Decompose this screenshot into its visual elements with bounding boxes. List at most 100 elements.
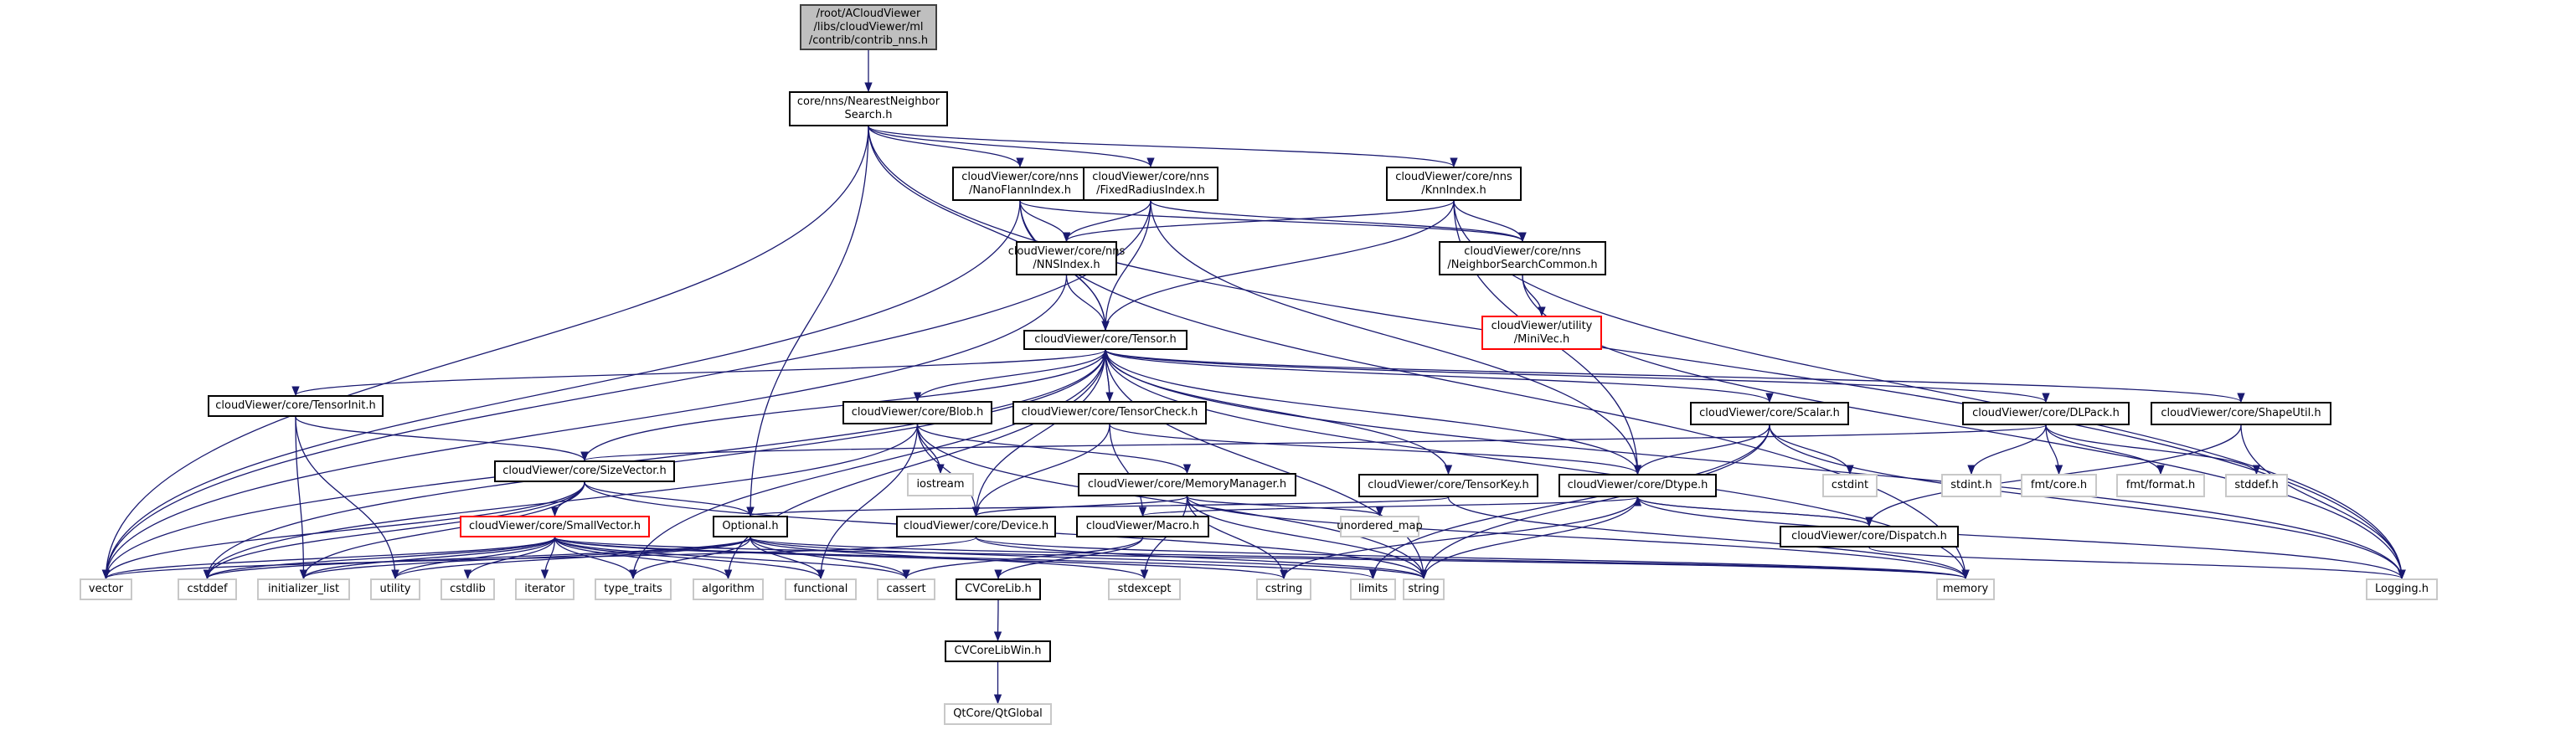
edge-optional-to-memory	[750, 537, 1970, 580]
node-algorithm: algorithm	[693, 578, 764, 600]
edge-blob-to-functional	[817, 424, 919, 580]
node-shape[interactable]: cloudViewer/core/ShapeUtil.h	[2151, 402, 2331, 425]
edge-smallvec-to-memory	[554, 537, 1969, 580]
edge-smallvec-to-cassert	[554, 537, 910, 580]
edge-nns-to-optional	[746, 126, 869, 517]
node-stddefh: stddef.h	[2225, 474, 2288, 497]
node-stdinth: stdint.h	[1941, 474, 2002, 497]
node-functional: functional	[785, 578, 857, 600]
node-optional[interactable]: Optional.h	[713, 516, 788, 537]
node-fixed[interactable]: cloudViewer/core/nns /FixedRadiusIndex.h	[1083, 167, 1218, 201]
edge-memmgr-to-umap	[1186, 496, 1383, 517]
edge-tinit-to-utility	[295, 416, 399, 580]
edge-sizevec-to-smallvec	[550, 481, 585, 517]
edge-tcheck-to-dtype	[1109, 424, 1641, 476]
node-cstdlib: cstdlib	[440, 578, 495, 600]
edge-tensor-to-blob	[913, 349, 1106, 403]
node-fmtformat: fmt/format.h	[2116, 474, 2205, 497]
node-utility: utility	[370, 578, 420, 600]
edge-blob-to-cstddef	[203, 424, 919, 580]
edge-smallvec-to-initlist	[299, 537, 556, 580]
edge-dtype-to-cstring	[1280, 496, 1639, 580]
node-cvcorelib[interactable]: CVCoreLib.h	[956, 578, 1041, 600]
edge-dispatch-to-logging	[1868, 547, 2406, 580]
node-initlist: initializer_list	[257, 578, 350, 600]
node-dispatch[interactable]: cloudViewer/core/Dispatch.h	[1780, 526, 1959, 548]
edge-optional-to-utility	[391, 537, 751, 580]
edge-scalar-to-logging	[1769, 424, 2406, 580]
edge-blob-to-device	[916, 424, 981, 517]
node-nsc[interactable]: cloudViewer/core/nns /NeighborSearchComm…	[1439, 241, 1606, 275]
node-nns[interactable]: core/nns/NearestNeighbor Search.h	[789, 91, 948, 126]
edge-device-to-string	[975, 537, 1428, 580]
edge-tensor-to-tinit	[291, 349, 1106, 397]
node-cstring: cstring	[1256, 578, 1311, 600]
node-device[interactable]: cloudViewer/core/Device.h	[896, 516, 1056, 537]
edge-nns-to-nano	[868, 126, 1024, 168]
edge-tensor-to-scalar	[1105, 349, 1774, 404]
edge-nsc-to-logging	[1522, 275, 2406, 580]
edge-knn-to-nnsidx	[1063, 200, 1455, 243]
node-smallvec[interactable]: cloudViewer/core/SmallVector.h	[460, 516, 650, 537]
edge-optional-to-stdexcept	[750, 537, 1148, 580]
edge-dtype-to-logging	[1636, 496, 2406, 580]
edge-tinit-to-sizevec	[295, 416, 589, 462]
edge-dlpack-to-stddefh	[2045, 424, 2261, 476]
node-dtype[interactable]: cloudViewer/core/Dtype.h	[1558, 474, 1717, 497]
edge-sizevec-to-vector	[101, 481, 585, 580]
edge-layer	[101, 49, 2406, 705]
node-memmgr[interactable]: cloudViewer/core/MemoryManager.h	[1078, 473, 1296, 496]
edge-tensor-to-logging	[1105, 349, 2406, 580]
edge-scalar-to-dtype	[1633, 424, 1770, 476]
edge-dtype-to-macro	[1139, 496, 1639, 517]
edge-shape-to-logging	[2240, 424, 2406, 580]
node-macro[interactable]: cloudViewer/Macro.h	[1076, 516, 1209, 537]
edge-macro-to-cvcorelib	[994, 537, 1144, 580]
edge-smallvec-to-limits	[554, 537, 1377, 580]
node-blob[interactable]: cloudViewer/core/Blob.h	[842, 401, 992, 424]
node-tcheck[interactable]: cloudViewer/core/TensorCheck.h	[1012, 401, 1207, 424]
edge-tensor-to-algorithm	[724, 349, 1106, 580]
edge-optional-to-cstddef	[204, 537, 751, 580]
edge-nano-to-nsc	[1019, 200, 1527, 243]
edge-fixed-to-dtype	[1150, 200, 1642, 476]
node-knn[interactable]: cloudViewer/core/nns /KnnIndex.h	[1386, 167, 1522, 201]
edge-knn-to-tensor	[1101, 200, 1455, 332]
node-umap: unordered_map	[1337, 516, 1423, 537]
node-dlpack[interactable]: cloudViewer/core/DLPack.h	[1962, 402, 2130, 425]
node-scalar[interactable]: cloudViewer/core/Scalar.h	[1690, 402, 1849, 425]
edge-macro-to-cassert	[902, 537, 1144, 580]
node-memory: memory	[1936, 578, 1995, 600]
edge-device-to-vector	[102, 537, 977, 580]
edge-smallvec-to-cstring	[554, 537, 1288, 580]
node-logging: Logging.h	[2366, 578, 2438, 600]
node-minivec[interactable]: cloudViewer/utility /MiniVec.h	[1481, 316, 1602, 350]
edge-tinit-to-initlist	[295, 416, 308, 580]
edge-tkey-to-memory	[1447, 496, 1970, 580]
node-tinit[interactable]: cloudViewer/core/TensorInit.h	[208, 395, 384, 417]
edge-sizevec-to-cstddef	[203, 481, 585, 580]
edge-nano-to-nnsidx	[1019, 200, 1071, 243]
node-nnsidx[interactable]: cloudViewer/core/nns /NNSIndex.h	[1008, 241, 1125, 275]
node-sizevec[interactable]: cloudViewer/core/SizeVector.h	[494, 460, 675, 482]
edge-memmgr-to-cstring	[1186, 496, 1288, 580]
node-cvcorelibwin[interactable]: CVCoreLibWin.h	[945, 640, 1051, 662]
node-tensor[interactable]: cloudViewer/core/Tensor.h	[1023, 330, 1188, 350]
node-cstddef: cstddef	[178, 578, 237, 600]
edge-fixed-to-tensor	[1101, 200, 1151, 332]
edge-dlpack-to-stdinth	[1967, 424, 2047, 476]
node-string: string	[1403, 578, 1445, 600]
edge-dlpack-to-fmtcore	[2045, 424, 2063, 476]
node-cstdint: cstdint	[1822, 474, 1878, 497]
edge-tcheck-to-tensor	[1101, 348, 1110, 402]
edge-dispatch-to-dtype	[1633, 496, 1870, 527]
edge-smallvec-to-vector	[102, 537, 556, 580]
edge-tcheck-to-device	[971, 424, 1110, 517]
edge-optional-to-functional	[750, 537, 825, 580]
node-nano[interactable]: cloudViewer/core/nns /NanoFlannIndex.h	[952, 167, 1088, 201]
node-tkey[interactable]: cloudViewer/core/TensorKey.h	[1358, 474, 1538, 497]
node-typetraits: type_traits	[595, 578, 672, 600]
edge-tkey-to-optional	[747, 496, 1450, 517]
edge-sizevec-to-initlist	[299, 481, 585, 580]
